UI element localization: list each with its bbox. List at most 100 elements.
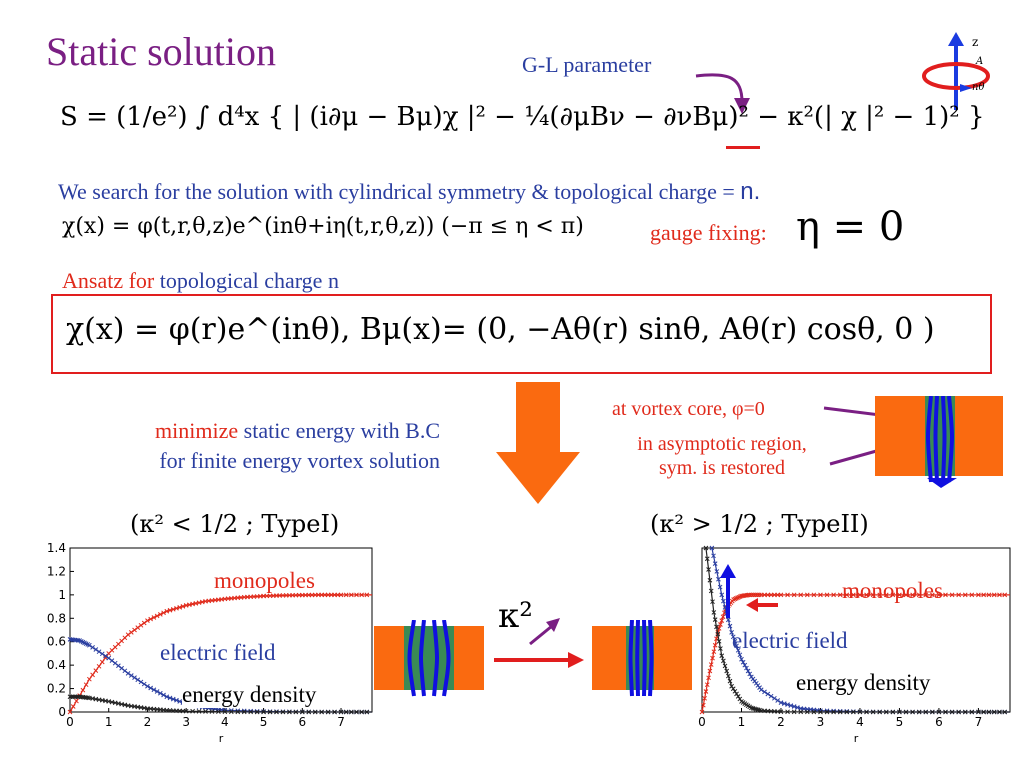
chart2-point — [721, 598, 726, 604]
chart2-xtick-label: 7 — [975, 715, 983, 729]
chart2-point — [707, 577, 713, 583]
chart1-point — [235, 709, 241, 715]
chart1-ytick-label: 0.2 — [47, 682, 66, 696]
chart1-point — [85, 695, 91, 701]
ansatz-box — [51, 294, 992, 374]
chart2-point — [708, 588, 714, 594]
chart2-point — [732, 596, 738, 602]
chart2-point — [778, 709, 784, 715]
chart1-point — [177, 699, 183, 704]
chart2-point — [709, 545, 715, 551]
chart2-point — [711, 649, 717, 655]
vortex-diagram-top — [875, 396, 1003, 488]
chart1-point — [325, 709, 331, 715]
chart2-point — [981, 592, 987, 598]
chart2-point — [718, 646, 723, 651]
chart2-point — [986, 592, 992, 598]
chart2-point — [798, 592, 804, 598]
chart2-point — [936, 592, 942, 598]
chart1-point — [87, 642, 92, 648]
chart2-point — [936, 709, 942, 715]
chart2-point — [837, 592, 843, 598]
chart1-point — [299, 709, 305, 715]
chart2-point — [804, 592, 810, 598]
chart2-point — [831, 709, 836, 715]
chart2-arrows — [720, 564, 778, 618]
minimize-text: minimize static energy with B.C for fini… — [80, 416, 440, 476]
chart1-point — [183, 708, 189, 714]
chart2-point — [735, 595, 740, 601]
chart1-point — [222, 709, 228, 715]
chart1-point — [343, 592, 349, 598]
chart2-xtick-label: 0 — [698, 715, 706, 729]
chart1-point — [151, 687, 157, 693]
chart1-point — [99, 659, 105, 665]
ansatz-suffix: topological charge n — [154, 268, 339, 293]
chart1-point — [96, 663, 102, 669]
chart1-ytick-label: 0.8 — [47, 611, 66, 625]
vortex-core-text: at vortex core, φ=0 — [612, 398, 765, 420]
chart2-point — [969, 709, 975, 715]
chart1-point — [254, 709, 260, 715]
chart1-point — [190, 708, 195, 714]
chart2-point — [706, 567, 711, 572]
chart1-point — [241, 709, 247, 715]
chart2-xtick-label: 3 — [817, 715, 825, 729]
chart1-point — [135, 625, 141, 631]
chart1-point — [128, 629, 134, 635]
chart2-point — [737, 594, 743, 599]
chart2-point — [981, 709, 987, 715]
chart2-point — [785, 592, 790, 598]
search-text: We search for the solution with cylindri… — [58, 178, 760, 206]
chart1-point — [338, 709, 344, 715]
chart2-point — [719, 653, 725, 659]
chart2-point — [740, 659, 746, 665]
chart2-point — [715, 631, 721, 637]
chart1-point — [93, 647, 99, 652]
chart1-point — [280, 709, 286, 715]
chart1-point — [87, 676, 92, 682]
chart2-point — [712, 617, 718, 623]
chart2-point — [702, 695, 707, 701]
chart2-point — [772, 695, 777, 701]
chart2-point — [737, 696, 743, 702]
chart2-point — [897, 592, 902, 598]
chart2-point — [730, 634, 736, 640]
chart2-point — [943, 592, 948, 598]
chart2-point — [710, 655, 715, 661]
chart2-point — [976, 592, 981, 598]
chart1-point — [138, 622, 144, 628]
chart1-ytick-label: 0.6 — [47, 635, 66, 649]
chart2-point — [727, 678, 733, 684]
chart2-point — [986, 709, 992, 715]
axis-a: A — [975, 56, 983, 67]
asymptotic-line1: in asymptotic region, — [637, 433, 807, 455]
chart2-point — [890, 592, 896, 598]
chart1-point — [138, 679, 144, 685]
chart1-electric-field-label: electric field — [160, 640, 276, 665]
chart1-point — [203, 709, 208, 714]
chart1-point — [332, 709, 337, 715]
chart1-xtick-label: 6 — [298, 715, 306, 729]
chart1-point — [157, 690, 163, 696]
chart2-point — [923, 592, 929, 598]
chart2-point — [778, 592, 784, 598]
chart2-point — [724, 668, 730, 674]
chart2-xtick-label: 4 — [856, 715, 864, 729]
chart1-point — [74, 698, 79, 704]
chart2-point — [712, 561, 718, 566]
chart1-monopoles-label: monopoles — [214, 568, 315, 593]
chart1-point — [70, 704, 76, 709]
chart2-point — [781, 701, 787, 706]
ansatz-equation: χ(x) = φ(r)e^(inθ), Bμ(x)= (0, −Aθ(r) si… — [66, 312, 935, 347]
chart2-point — [956, 709, 962, 715]
gauge-label: gauge fixing: — [650, 220, 767, 245]
chart2-point — [745, 668, 751, 674]
chart2-point — [710, 599, 715, 605]
chart2-point — [929, 709, 935, 715]
chart2-point — [735, 694, 741, 699]
gauge-value: η = 0 — [796, 204, 905, 250]
chart2-point — [765, 691, 771, 697]
chart2-point — [910, 709, 915, 715]
chart2-point — [707, 668, 713, 674]
